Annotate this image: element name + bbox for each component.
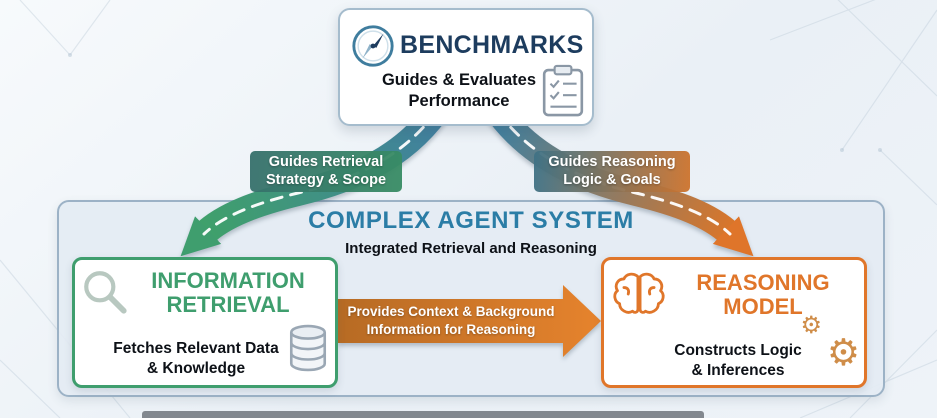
database-icon [289,324,327,372]
benchmarks-title: BENCHMARKS [400,31,584,59]
benchmarks-subtitle: Guides & Evaluates Performance [340,70,578,113]
label-guides-retrieval: Guides Retrieval Strategy & Scope [250,151,402,192]
left-arrow-dashed-line [202,110,438,236]
reasoning-model-title-line1: REASONING [696,270,830,295]
gear-icon-large: ⚙ [826,332,860,373]
benchmarks-subtitle-line2: Performance [408,92,510,111]
label-guides-reasoning-line2: Logic & Goals [563,172,661,189]
reasoning-model-title: REASONING MODEL [666,271,860,318]
information-retrieval-title: INFORMATION RETRIEVAL [129,269,327,316]
reasoning-model-desc: Constructs Logic & Inferences [624,341,852,381]
label-provides-context: Provides Context & Background Informatio… [338,297,564,345]
information-retrieval-title-line2: RETRIEVAL [166,291,290,317]
label-guides-reasoning: Guides Reasoning Logic & Goals [534,151,690,192]
compass-icon [352,25,394,67]
information-retrieval-desc-line2: & Knowledge [146,359,246,377]
right-arrow-dashed-line [496,110,732,236]
bottom-bar [142,411,704,418]
information-retrieval-desc-line1: Fetches Relevant Data [113,340,279,357]
gear-icon-small: ⚙ [800,312,822,339]
reasoning-model-title-line2: MODEL [723,293,803,319]
gears-icon: ⚙ ⚙ [798,312,862,384]
label-provides-context-line2: Information for Reasoning [366,322,536,337]
agent-system-subtitle: Integrated Retrieval and Reasoning [345,240,597,257]
reasoning-model-card: REASONING MODEL Constructs Logic & Infer… [601,257,867,388]
information-retrieval-title-line1: INFORMATION [151,268,305,293]
label-guides-reasoning-line1: Guides Reasoning [548,154,676,170]
information-retrieval-desc: Fetches Relevant Data & Knowledge [77,339,315,379]
agent-system-title: COMPLEX AGENT SYSTEM [308,207,634,234]
label-provides-context-line1: Provides Context & Background [347,304,555,320]
center-arrow [338,285,601,357]
reasoning-model-desc-line2: & Inferences [691,361,785,379]
benchmarks-subtitle-line1: Guides & Evaluates [381,71,537,89]
magnifier-icon [84,271,127,314]
information-retrieval-card: INFORMATION RETRIEVAL Fetches Relevant D… [72,257,338,388]
clipboard-icon [542,64,584,117]
reasoning-model-desc-line1: Constructs Logic [674,342,802,359]
label-guides-retrieval-line2: Strategy & Scope [265,172,387,189]
brain-icon [613,272,665,314]
benchmarks-card: BENCHMARKS Guides & Evaluates Performanc… [338,8,594,126]
label-guides-retrieval-line1: Guides Retrieval [268,154,384,170]
